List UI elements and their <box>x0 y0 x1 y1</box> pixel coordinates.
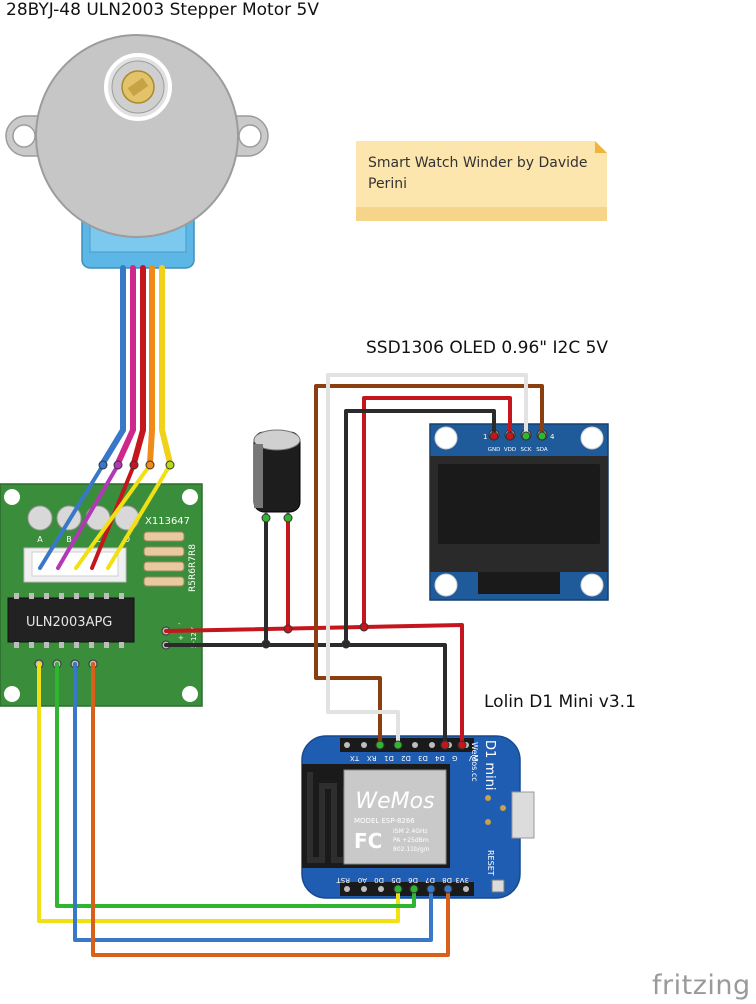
board-code: X113647 <box>145 516 190 527</box>
fcc-logo: FC <box>354 829 382 853</box>
note-sticky <box>356 141 607 221</box>
d1-pin-rst: RST <box>336 876 350 884</box>
power-pin-minus: - <box>178 620 181 628</box>
d1-pin-d7: D7 <box>425 876 435 884</box>
d1-pin-d3: D3 <box>418 754 428 762</box>
d1-pin-rx: RX <box>367 754 377 762</box>
oled-pin-number-1: 1 <box>483 433 487 441</box>
module-spec-2: PA +25dBm <box>393 837 429 844</box>
module-logo: WeMos <box>355 789 434 814</box>
d1-pin-d4: D4 <box>434 754 444 762</box>
motor-label: 28BYJ-48 ULN2003 Stepper Motor 5V <box>6 0 319 20</box>
d1-pin-tx: TX <box>350 754 360 762</box>
d1-pin-5v: 5V <box>469 754 478 762</box>
d1-pin-d8: D8 <box>442 876 452 884</box>
led-label-a: A <box>37 535 43 544</box>
d1-pin-d0: D0 <box>374 876 384 884</box>
chip-label: ULN2003APG <box>26 615 112 630</box>
connection-wires <box>37 373 544 957</box>
capacitor <box>253 429 301 520</box>
d1-pin-d5: D5 <box>391 876 401 884</box>
note-text: Smart Watch Winder by Davide Perini <box>368 155 588 192</box>
power-pin-plus: + <box>178 634 184 642</box>
d1-pin-d1: D1 <box>384 754 394 762</box>
oled-pin-gnd: GND <box>488 447 501 453</box>
fritzing-logo: fritzing <box>652 970 751 1001</box>
power-pin-voltage: 5-12V <box>190 627 198 648</box>
oled-label: SSD1306 OLED 0.96" I2C 5V <box>366 338 609 358</box>
oled-pin-sda: SDA <box>536 447 548 453</box>
d1-mini-label: Lolin D1 Mini v3.1 <box>484 692 636 712</box>
module-model: MODEL ESP-8266 <box>354 817 415 825</box>
d1-mini-board: WeMos MODEL ESP-8266 FC ISM 2.4GHz PA +2… <box>301 735 535 899</box>
d1-pin-g: G <box>452 754 457 762</box>
d1-pin-a0: A0 <box>358 876 367 884</box>
d1-pin-3v3: 3V3 <box>455 876 469 884</box>
d1-pin-d6: D6 <box>408 876 418 884</box>
module-spec-1: ISM 2.4GHz <box>393 828 428 835</box>
ssd1306-oled: 1 4 GND VDD SCK SDA <box>429 423 609 601</box>
d1-brand-site: WeMos.cc <box>470 742 479 782</box>
led-label-b: B <box>66 535 72 544</box>
oled-pin-sck: SCK <box>521 447 532 453</box>
motor-cable <box>100 265 173 466</box>
driver-header-wires <box>38 463 172 570</box>
uln2003-driver-board: A B C D X113647 R5R6R7R8 ULN2003APG <box>0 483 203 707</box>
oled-pin-vdd: VDD <box>504 447 516 453</box>
d1-pin-d2: D2 <box>401 754 411 762</box>
reset-button <box>491 879 505 893</box>
resistor-label: R5R6R7R8 <box>188 544 198 592</box>
stepper-motor <box>5 34 269 269</box>
d1-brand: D1 mini <box>482 740 497 791</box>
oled-pin-number-4: 4 <box>550 433 555 441</box>
d1-reset-label: RESET <box>486 850 495 876</box>
module-spec-3: 802.11b/g/n <box>393 846 430 853</box>
